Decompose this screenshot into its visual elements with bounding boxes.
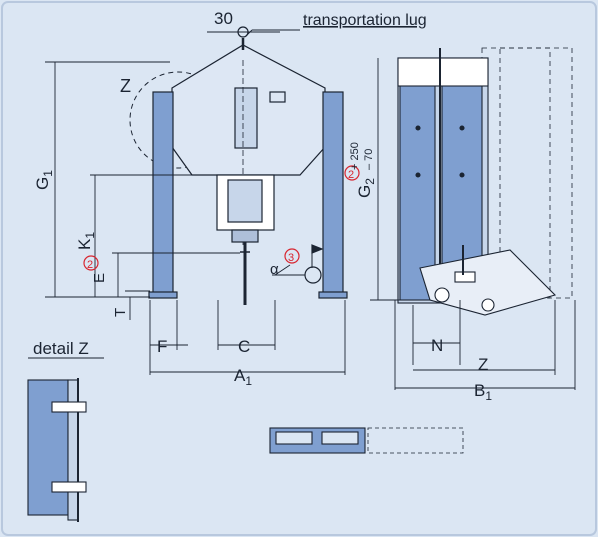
motor-base: [231, 229, 259, 243]
label-n: N: [431, 336, 443, 355]
svg-text:– 70: – 70: [363, 149, 375, 170]
label-b1: B1: [474, 381, 492, 403]
front-view: [129, 26, 348, 305]
bolt-3: [459, 125, 465, 131]
svg-text:G1: G1: [33, 170, 55, 190]
labels: 30 transportation lug Z G1 K1 E T F C A1…: [33, 9, 492, 403]
detail-flange: [67, 379, 79, 521]
label-g1: G1: [33, 170, 55, 190]
channel-slot-2: [321, 431, 359, 445]
nameplate: [269, 91, 286, 103]
label-c: C: [238, 337, 250, 356]
label-circled-3: 3: [288, 252, 294, 264]
channel-dashed: [367, 427, 464, 454]
motor-body: [227, 179, 263, 223]
label-a1: A1: [234, 366, 252, 388]
label-dim-30: 30: [214, 9, 233, 28]
detail-plate: [27, 379, 69, 516]
alpha-angle: [274, 264, 291, 276]
label-k1: K1: [75, 232, 97, 250]
leader-lug-tip: [245, 29, 253, 37]
left-foot: [148, 291, 178, 299]
label-circled-2-left: 2: [87, 259, 93, 271]
channel-profile: [269, 427, 464, 454]
bolt-1: [415, 125, 421, 131]
base-circle-right: [481, 298, 495, 312]
label-f: F: [157, 337, 167, 356]
circle-marker-3: [284, 248, 300, 264]
detail-bolt-bottom: [51, 481, 87, 493]
right-leg: [322, 91, 344, 298]
label-alpha: α: [270, 261, 279, 278]
detail-bolt-top: [51, 401, 87, 413]
svg-text:T: T: [112, 308, 129, 317]
side-top-cap: [397, 57, 489, 87]
label-detail-z: detail Z: [33, 339, 89, 358]
circle-marker-2-right: [344, 165, 360, 181]
base-bracket: [454, 271, 476, 283]
right-foot: [318, 291, 348, 299]
bolt-2: [415, 172, 421, 178]
svg-text:+ 250: + 250: [349, 142, 361, 170]
label-g2-tol-plus: + 250: [349, 142, 361, 170]
inner-column: [234, 87, 258, 149]
label-g2: G2: [355, 178, 377, 198]
label-t: T: [112, 308, 129, 317]
circle-marker-2-left: [83, 255, 99, 271]
label-transportation-lug: transportation lug: [303, 12, 427, 29]
side-view: [397, 47, 573, 316]
svg-text:E: E: [91, 273, 108, 283]
bolt-4: [459, 172, 465, 178]
base-circle-left: [434, 287, 450, 303]
detail-z-view: [27, 357, 104, 522]
foot-circle: [304, 266, 322, 284]
side-dimensions: [370, 58, 576, 390]
label-z-top: Z: [120, 76, 131, 96]
label-g2-tol-minus: – 70: [363, 149, 375, 170]
side-panel-left: [399, 84, 436, 301]
label-e: E: [91, 273, 108, 283]
label-circled-2-right: 2: [348, 169, 354, 181]
side-base: [419, 249, 557, 316]
svg-text:K1: K1: [75, 232, 97, 250]
left-leg: [152, 91, 174, 298]
flag: [311, 244, 324, 254]
front-dimensions: [45, 29, 346, 375]
svg-text:G2: G2: [355, 178, 377, 198]
label-z-side: Z: [478, 355, 488, 374]
channel-slot-1: [275, 431, 313, 445]
